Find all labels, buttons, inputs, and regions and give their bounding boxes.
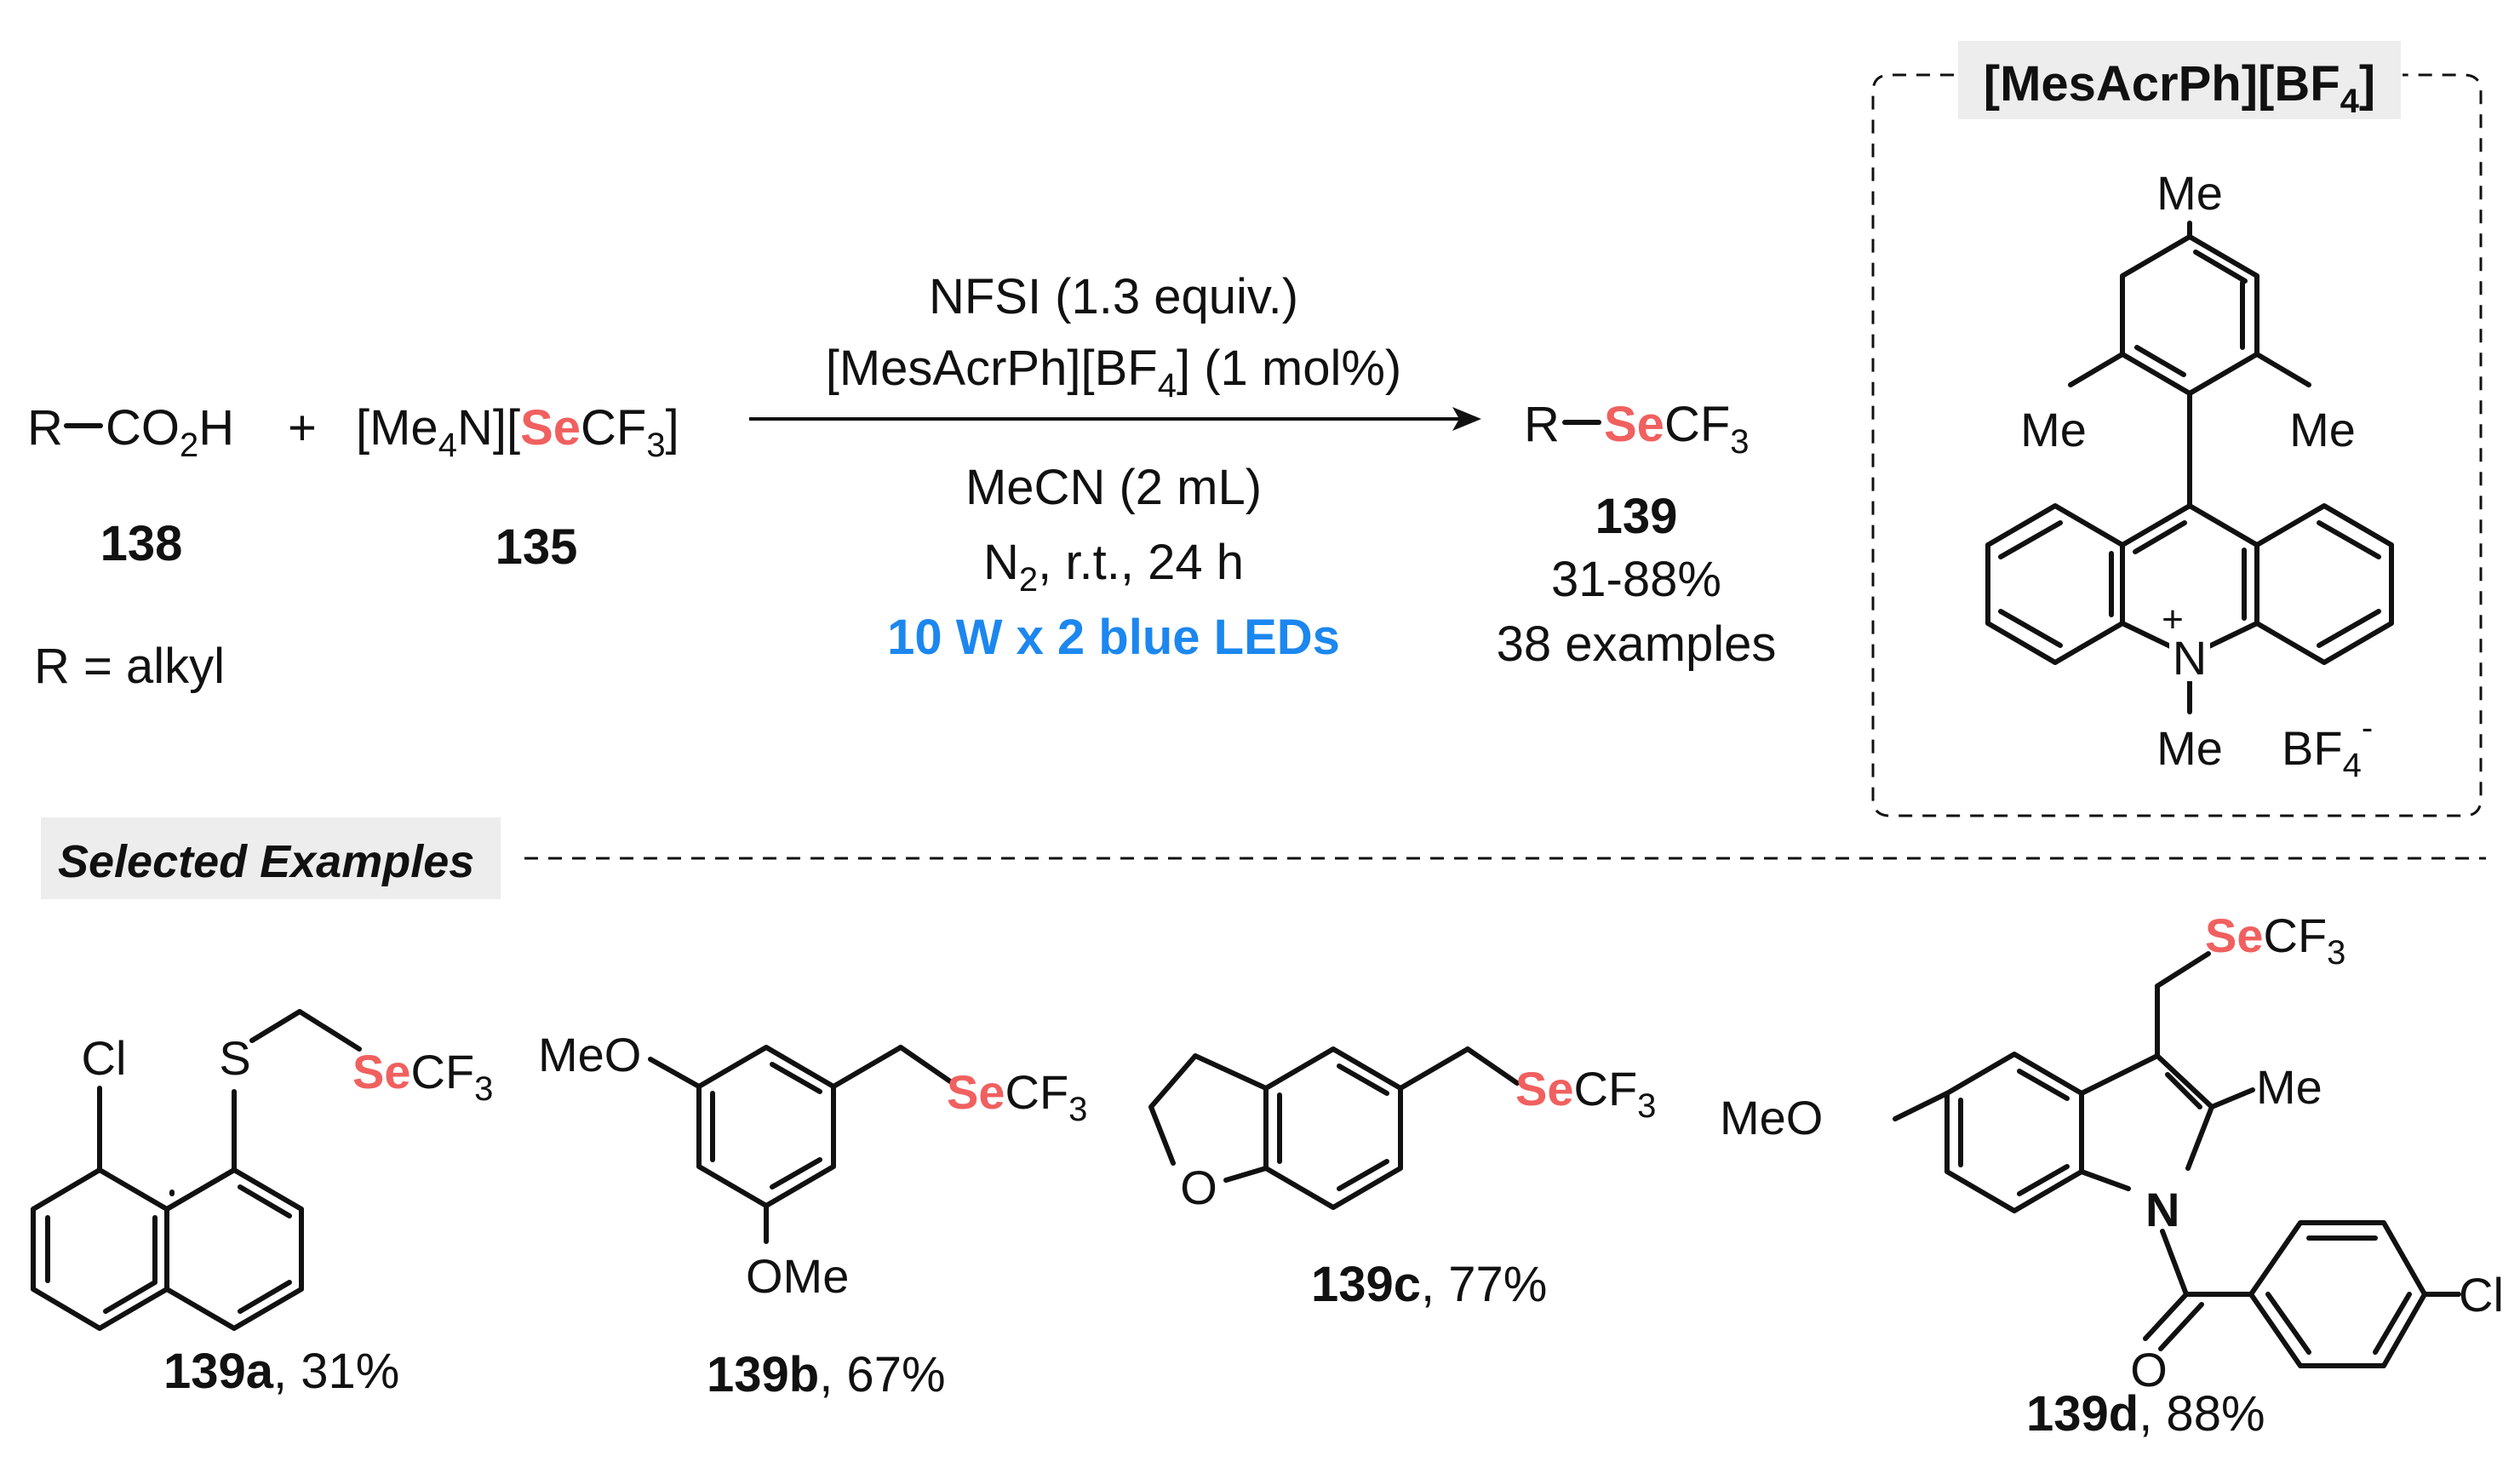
139d-carbonyl-oxygen: O: [2130, 1343, 2168, 1396]
acid-r: R: [27, 400, 63, 456]
compound-139c-structure: [1148, 1046, 1520, 1210]
catalyst-structure: [1985, 221, 2394, 714]
139d-secf3: SeCF3: [2205, 909, 2345, 972]
139b-caption: 139b, 67%: [707, 1347, 946, 1402]
139b-methoxy-top: MeO: [538, 1028, 641, 1081]
139b-secf3: SeCF3: [947, 1065, 1087, 1128]
product-secf3: SeCF3: [1604, 397, 1750, 461]
catalyst-box-border: [1871, 73, 2483, 817]
139a-secf3: SeCF3: [352, 1045, 493, 1108]
product-formula: R SeCF3: [1524, 397, 1750, 461]
reaction-conditions: NFSI (1.3 equiv.) [MesAcrPh][BF4] (1 mol…: [826, 269, 1402, 665]
compound-139c: O SeCF3 139c, 77%: [1148, 1046, 1656, 1312]
catalyst-n-charge: +: [2162, 599, 2184, 640]
139c-caption: 139c, 77%: [1311, 1257, 1547, 1312]
condition-atmosphere: N2, r.t., 24 h: [983, 535, 1244, 599]
condition-solvent: MeCN (2 mL): [965, 460, 1262, 515]
acid-co: CO2H: [106, 400, 234, 464]
139a-sulfur: S: [219, 1031, 250, 1085]
139d-caption: 139d, 88%: [2026, 1386, 2265, 1442]
139d-methoxy: MeO: [1720, 1091, 1823, 1144]
selenide-reagent-formula: [Me4N][SeCF3]: [356, 400, 679, 464]
label-139: 139: [1595, 489, 1678, 544]
catalyst-nitrogen: N: [2173, 631, 2207, 685]
139a-chlorine: Cl: [82, 1031, 127, 1085]
139d-methyl: Me: [2256, 1060, 2322, 1114]
139d-nitrogen: N: [2145, 1183, 2179, 1236]
catalyst-title: [MesAcrPh][BF4]: [1984, 56, 2376, 120]
catalyst-n-methyl: Me: [2156, 721, 2223, 775]
product-r: R: [1524, 397, 1560, 452]
139c-secf3: SeCF3: [1515, 1062, 1656, 1125]
catalyst-me-left: Me: [2020, 403, 2087, 456]
catalyst-me-top: Me: [2156, 166, 2223, 220]
compound-139a: Cl S SeCF3 139a, 31%: [31, 1009, 493, 1399]
arrow-head: [1452, 407, 1481, 431]
yield-range: 31-88%: [1551, 552, 1721, 607]
carboxylic-acid-formula: R CO2H: [27, 400, 234, 464]
catalyst-counterion: BF4-: [2282, 709, 2373, 784]
selected-examples-title: Selected Examples: [58, 836, 474, 887]
compound-139a-structure: [31, 1009, 362, 1331]
catalyst-me-right: Me: [2289, 403, 2356, 456]
condition-nfsi: NFSI (1.3 equiv.): [929, 269, 1298, 324]
compound-139d-structure: [1893, 951, 2461, 1368]
catalyst-box: [MesAcrPh][BF4]: [1871, 41, 2483, 817]
139a-caption: 139a, 31%: [163, 1344, 399, 1399]
condition-catalyst: [MesAcrPh][BF4] (1 mol%): [826, 341, 1402, 404]
139d-chlorine: Cl: [2459, 1268, 2504, 1322]
compound-139b-structure: [648, 1045, 953, 1244]
reaction-equation: R CO2H + [Me4N][SeCF3] 138 135 R = alkyl…: [27, 269, 1776, 694]
label-135: 135: [495, 519, 578, 575]
139c-oxygen: O: [1180, 1161, 1217, 1214]
label-138: 138: [100, 516, 183, 571]
compound-139d: SeCF3 Me MeO N O Cl 139d, 88%: [1720, 909, 2504, 1442]
plus-sign: +: [288, 400, 317, 456]
selected-examples-background: [41, 817, 501, 899]
condition-light: 10 W x 2 blue LEDs: [887, 610, 1340, 665]
compound-139b: MeO OMe SeCF3 139b, 67%: [538, 1028, 1087, 1402]
catalyst-title-background: [1958, 41, 2401, 119]
examples-count: 38 examples: [1497, 616, 1777, 672]
r-definition: R = alkyl: [34, 639, 225, 694]
selected-examples-header: Selected Examples: [41, 817, 2486, 899]
139b-methoxy-bottom: OMe: [746, 1249, 849, 1303]
